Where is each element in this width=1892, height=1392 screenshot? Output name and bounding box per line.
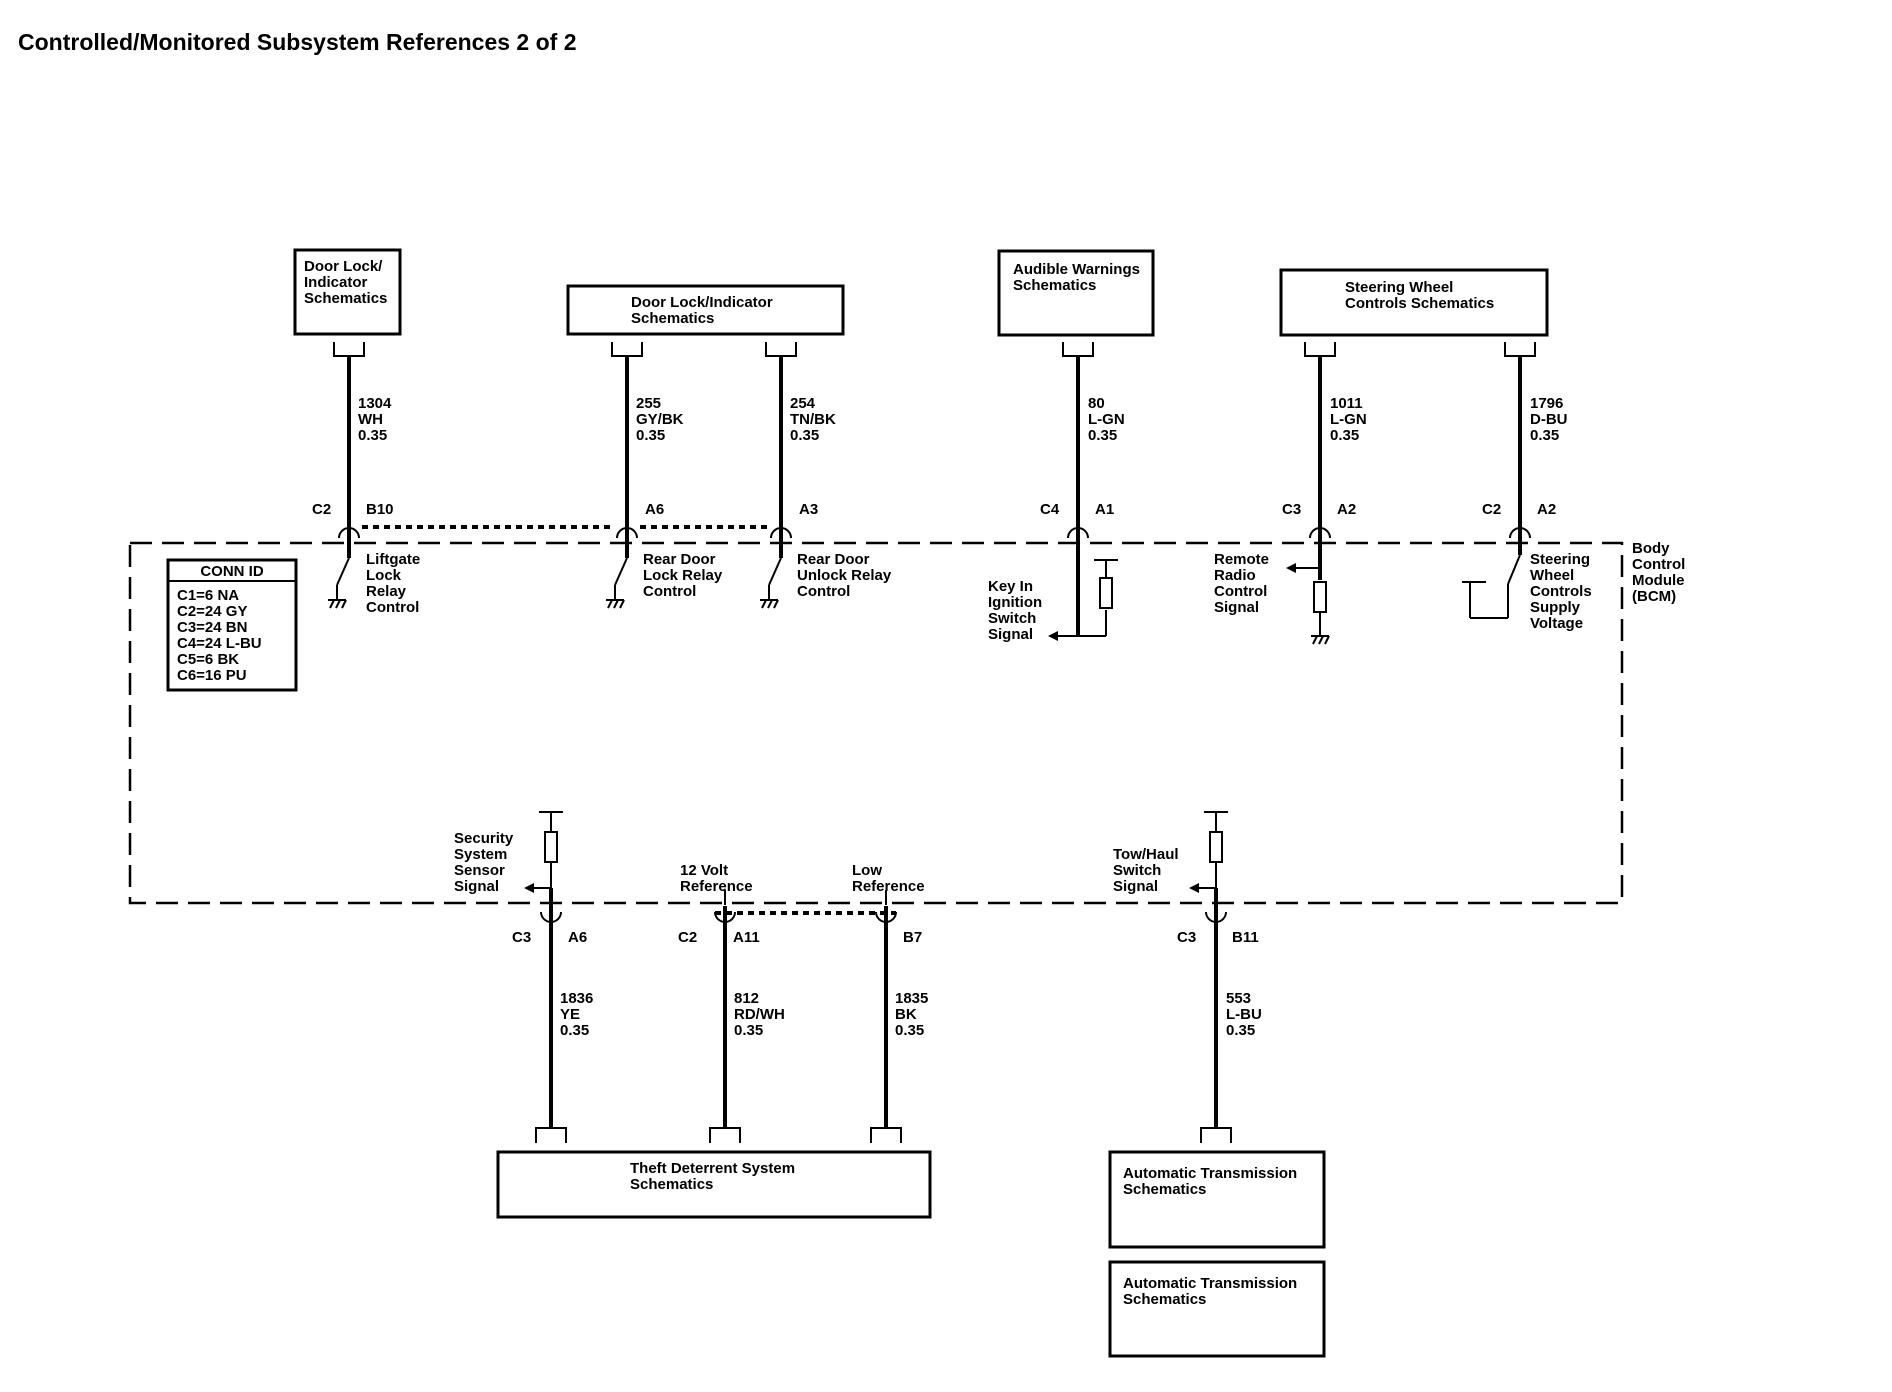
pin-label: A2 (1337, 501, 1356, 518)
connector-label: C2 (312, 501, 331, 518)
connector-label: C2 (1482, 501, 1501, 518)
key-in-ignition-pullup (1048, 559, 1118, 641)
pin-label: A2 (1537, 501, 1556, 518)
conn-id-row: C1=6 NA (177, 587, 239, 604)
conn-id-row: C4=24 L-BU (177, 635, 262, 652)
wire-1836 (535, 888, 567, 1143)
pin-label: A6 (568, 929, 587, 946)
wire-1304 (333, 342, 365, 558)
pin-label: A6 (645, 501, 664, 518)
wire-553 (1200, 888, 1232, 1143)
remote-radio-pulldown (1286, 563, 1330, 645)
wire-1835 (870, 906, 902, 1143)
tow-haul-pullup (1189, 811, 1228, 893)
steering-wheel-supply-switch (1462, 554, 1521, 619)
wire-80 (1062, 342, 1094, 636)
rear-door-lock-relay-switch (606, 557, 628, 609)
wire-812 (709, 906, 741, 1143)
wire-1011 (1304, 342, 1336, 580)
liftgate-relay-switch (328, 557, 350, 609)
pin-label: B10 (366, 501, 394, 518)
wire-1796 (1504, 342, 1536, 555)
bcm-label: Body Control Module (BCM) (1632, 540, 1690, 605)
pin-label: B7 (903, 929, 922, 946)
conn-id-header: CONN ID (200, 563, 264, 580)
pin-label: A1 (1095, 501, 1114, 518)
conn-id-box: CONN ID C1=6 NA C2=24 GY C3=24 BN C4=24 … (166, 558, 298, 692)
conn-id-row: C6=16 PU (177, 667, 247, 684)
connector-label: C3 (512, 929, 531, 946)
conn-id-row: C3=24 BN (177, 619, 247, 636)
wire-255 (611, 342, 643, 558)
page-title: Controlled/Monitored Subsystem Reference… (18, 29, 577, 55)
rear-door-unlock-relay-switch (760, 557, 782, 609)
connector-label: C3 (1282, 501, 1301, 518)
wire-254 (765, 342, 797, 558)
conn-id-row: C5=6 BK (177, 651, 239, 668)
pin-label: A3 (799, 501, 818, 518)
connector-label: C3 (1177, 929, 1196, 946)
security-sensor-pullup (524, 811, 563, 893)
pin-label: B11 (1232, 929, 1259, 946)
conn-id-row: C2=24 GY (177, 603, 247, 620)
pin-label: A11 (733, 929, 760, 946)
bcm-outline (128, 541, 1624, 905)
connector-label: C2 (678, 929, 697, 946)
connector-label: C4 (1040, 501, 1060, 518)
